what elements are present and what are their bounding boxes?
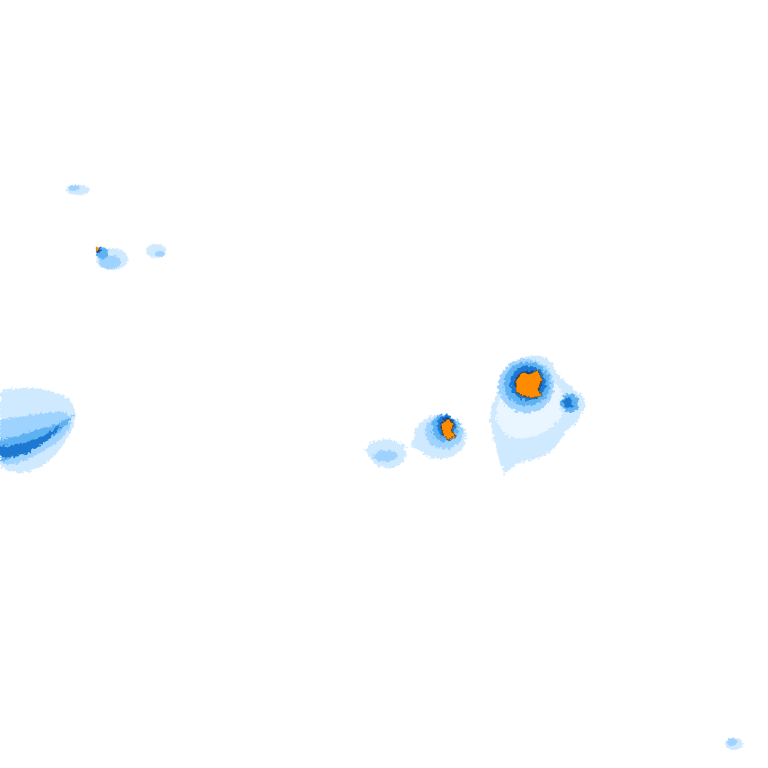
intense-core-east — [515, 369, 543, 399]
precip-cell-west-upper — [95, 247, 128, 270]
precip-cell-east-satellite — [559, 391, 585, 417]
intense-core-central — [440, 418, 457, 441]
precip-cell-central-south — [366, 439, 407, 469]
precip-band-west-edge — [0, 388, 76, 473]
precip-cell-west-upper-fringe — [146, 244, 166, 258]
precip-cell-northwest-small — [66, 185, 90, 195]
precip-fleck-southeast — [725, 738, 743, 750]
precip-cell-central-outer-ring — [411, 439, 425, 449]
